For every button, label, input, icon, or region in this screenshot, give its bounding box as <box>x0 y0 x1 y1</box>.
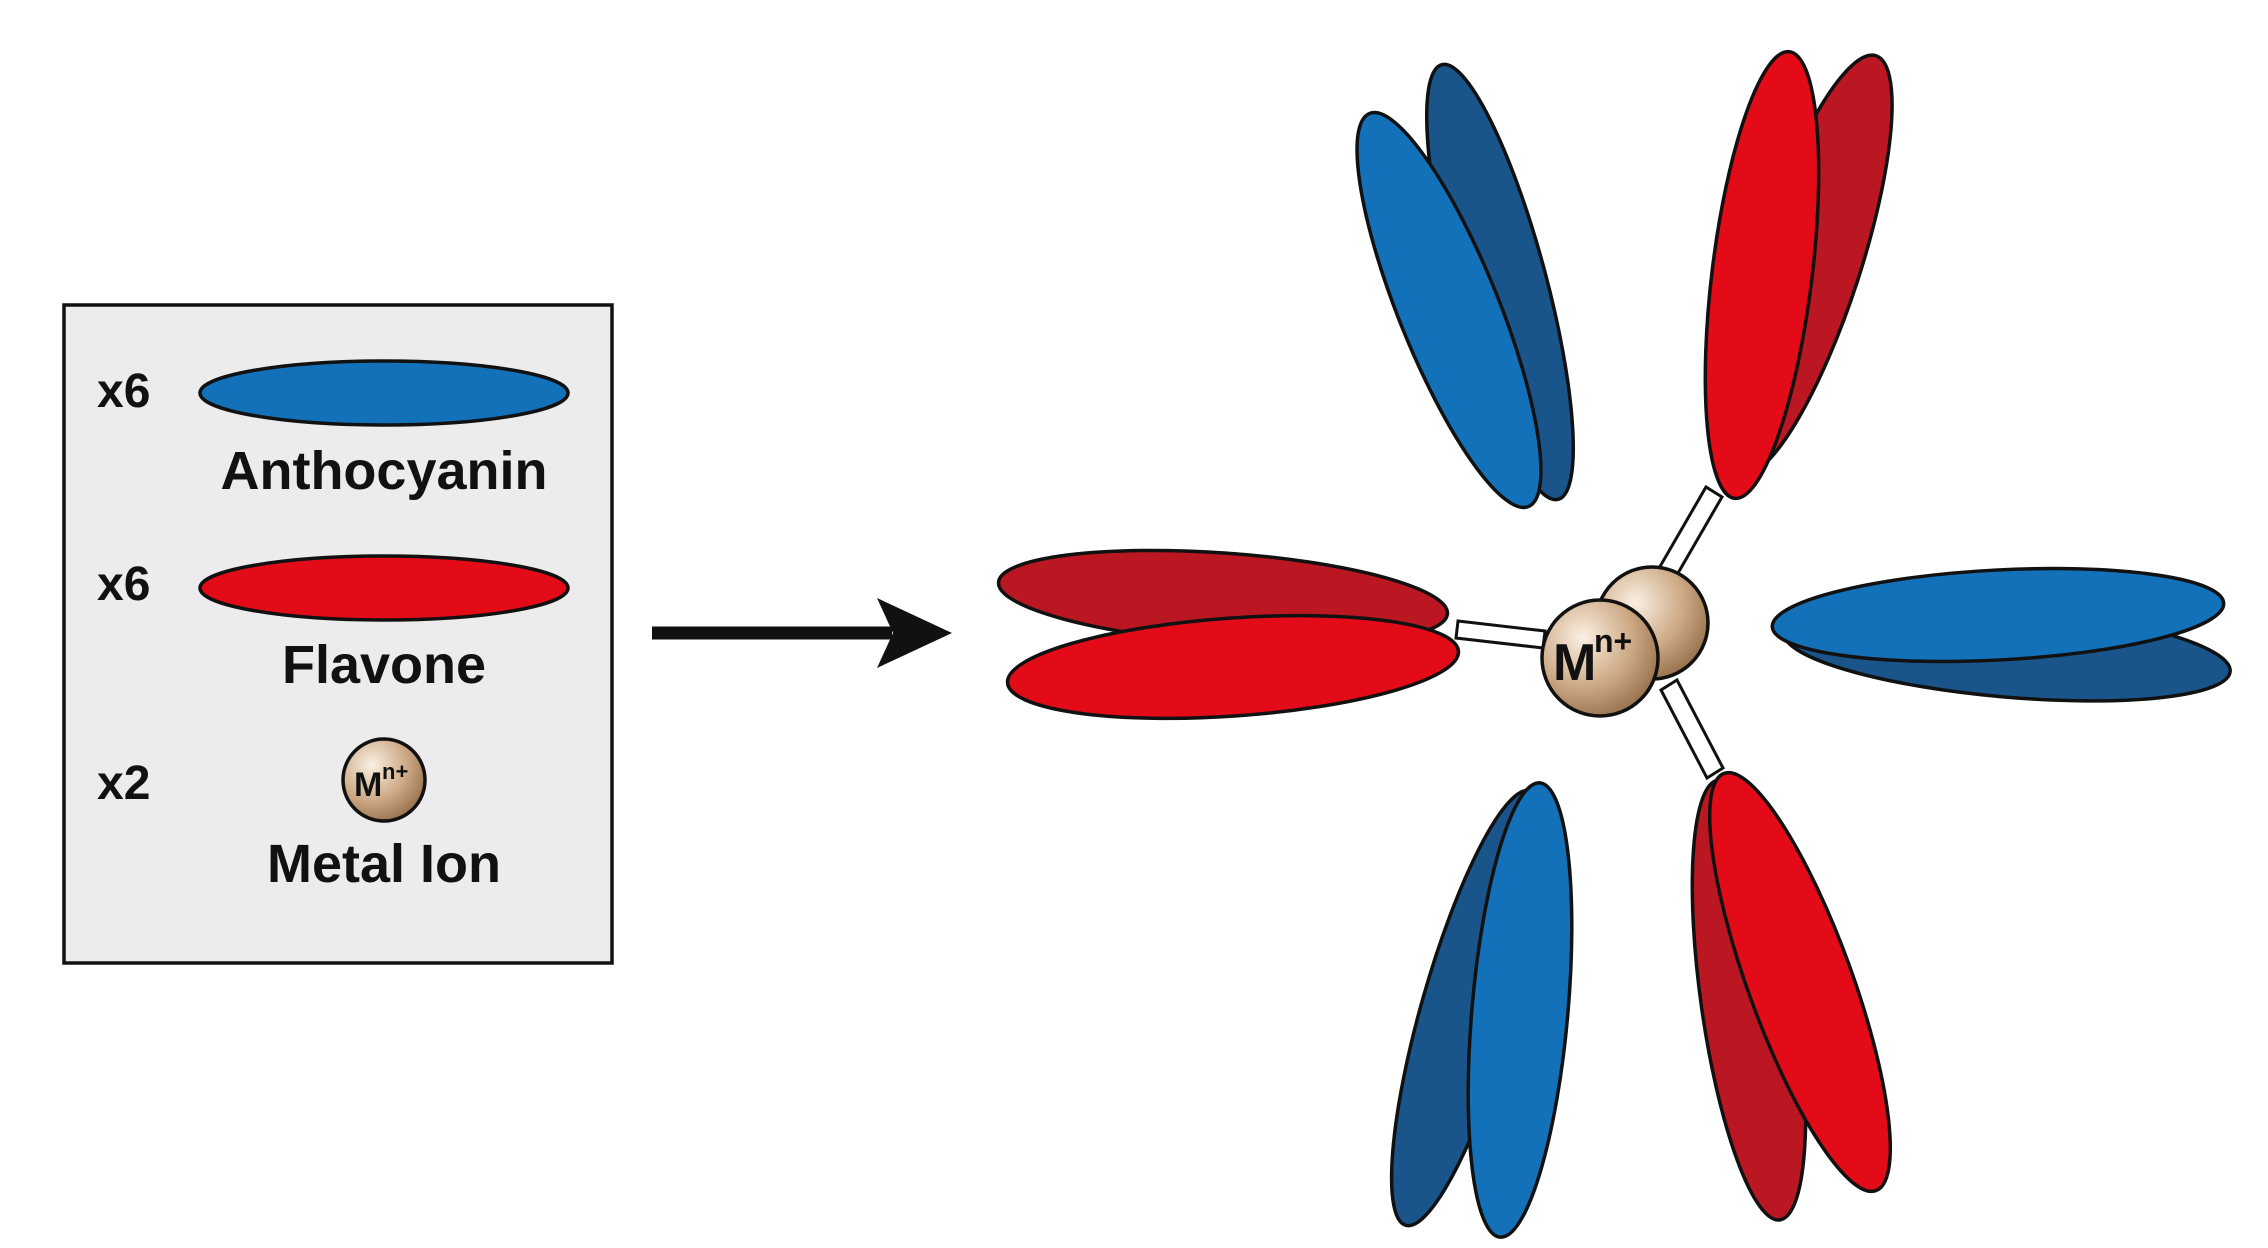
bond-lower-right <box>1659 677 1725 781</box>
legend-metal-symbol: M <box>354 766 382 804</box>
metal-ion-front <box>1540 598 1660 718</box>
flavone-pair-lower-right <box>1690 770 1893 1222</box>
legend-anthocyanin-ellipse <box>198 359 570 427</box>
complex-metal-charge: n+ <box>1594 623 1632 659</box>
complex-metal-symbol: M <box>1553 634 1596 692</box>
legend-panel: x6 Anthocyanin x6 Flavone x2 M n+ Metal … <box>62 303 614 965</box>
anthocyanin-front <box>1466 781 1574 1239</box>
anthocyanin-front <box>1770 566 2226 664</box>
legend-anthocyanin-count: x6 <box>97 365 150 418</box>
legend-metal-charge: n+ <box>382 759 408 784</box>
bond-upper-right <box>1655 484 1725 583</box>
legend-flavone-ellipse <box>198 554 570 622</box>
flavone-pair-left <box>996 548 1461 721</box>
flavone-front <box>1703 49 1821 501</box>
anthocyanin-pair-right <box>1770 566 2232 703</box>
bond-left <box>1454 619 1547 650</box>
flavone-front <box>1005 613 1461 721</box>
legend-flavone-label: Flavone <box>282 635 486 695</box>
legend-flavone-count: x6 <box>97 558 150 611</box>
legend-metal-ion-icon <box>341 737 427 823</box>
legend-anthocyanin-label: Anthocyanin <box>220 441 547 501</box>
flavone-pair-upper-right <box>1703 49 1894 501</box>
anthocyanin-pair-upper-left <box>1355 62 1575 510</box>
anthocyanin-pair-lower-left <box>1389 781 1574 1239</box>
metal-complex: M n+ <box>996 49 2232 1239</box>
flavone-front <box>1707 770 1893 1194</box>
anthocyanin-front <box>1355 110 1543 510</box>
legend-metal-label: Metal Ion <box>267 834 501 894</box>
reaction-arrow <box>652 598 952 668</box>
legend-metal-count: x2 <box>97 757 150 810</box>
